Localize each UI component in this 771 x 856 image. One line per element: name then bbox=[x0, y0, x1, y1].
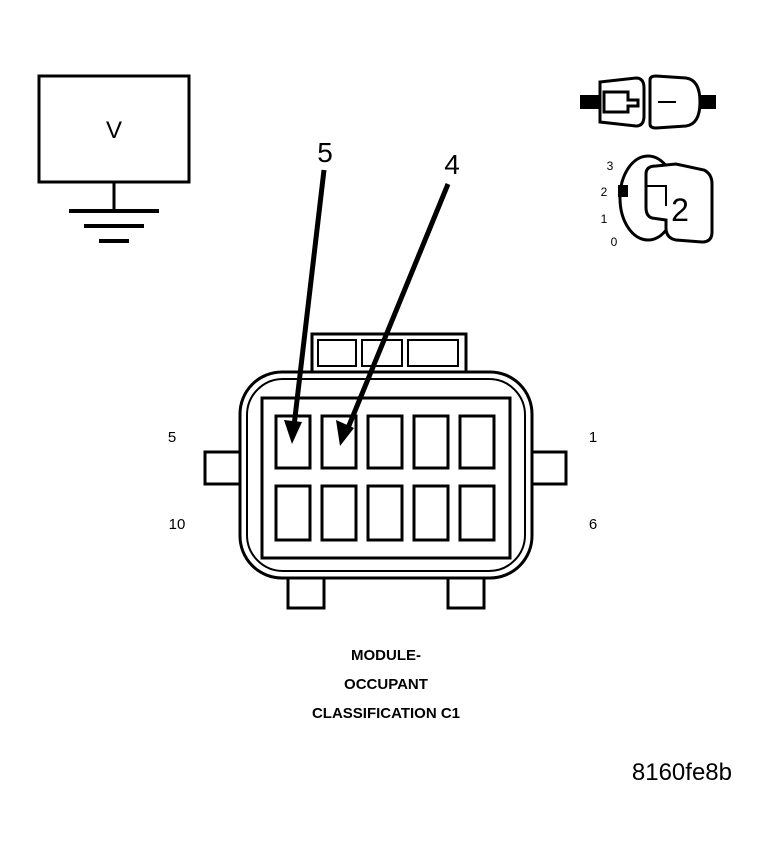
cavity-9 bbox=[320, 484, 358, 542]
key-selected-number: 2 bbox=[671, 192, 689, 228]
cavity-grid bbox=[274, 414, 496, 542]
cavity-number-bottom-right: 6 bbox=[589, 516, 597, 533]
key-position-0: 0 bbox=[611, 235, 618, 249]
cavity-3 bbox=[366, 414, 404, 470]
key-position-3: 3 bbox=[607, 159, 614, 173]
arrow-4-line bbox=[345, 183, 451, 429]
arrow-4-head bbox=[336, 420, 354, 446]
callout-label-5: 5 bbox=[317, 137, 333, 168]
arrow-5-head bbox=[284, 420, 302, 444]
callout-label-4: 4 bbox=[444, 149, 460, 180]
key-position-2: 2 bbox=[601, 185, 608, 199]
cavity-8 bbox=[366, 484, 404, 542]
caption-line-3: CLASSIFICATION C1 bbox=[312, 705, 460, 722]
caption-line-1: MODULE- bbox=[351, 647, 421, 664]
voltmeter-label: V bbox=[106, 117, 122, 144]
cavity-10 bbox=[274, 484, 312, 542]
key-position-1: 1 bbox=[601, 212, 608, 226]
cavity-number-top-right: 1 bbox=[589, 429, 597, 446]
caption-line-2: OCCUPANT bbox=[344, 676, 428, 693]
cavity-1 bbox=[458, 414, 496, 470]
arrow-5-line bbox=[291, 169, 327, 427]
cavity-number-bottom-left: 10 bbox=[169, 516, 186, 533]
key-position-icon bbox=[618, 154, 714, 244]
cavity-7 bbox=[412, 484, 450, 542]
voltmeter-symbol bbox=[37, 74, 191, 243]
cavity-2 bbox=[412, 414, 450, 470]
cavity-6 bbox=[458, 484, 496, 542]
probe-icon bbox=[580, 74, 716, 130]
callout-arrows bbox=[284, 169, 451, 446]
figure-id: 8160fe8b bbox=[632, 759, 732, 786]
connector-body bbox=[203, 332, 568, 610]
cavity-number-top-left: 5 bbox=[168, 429, 176, 446]
